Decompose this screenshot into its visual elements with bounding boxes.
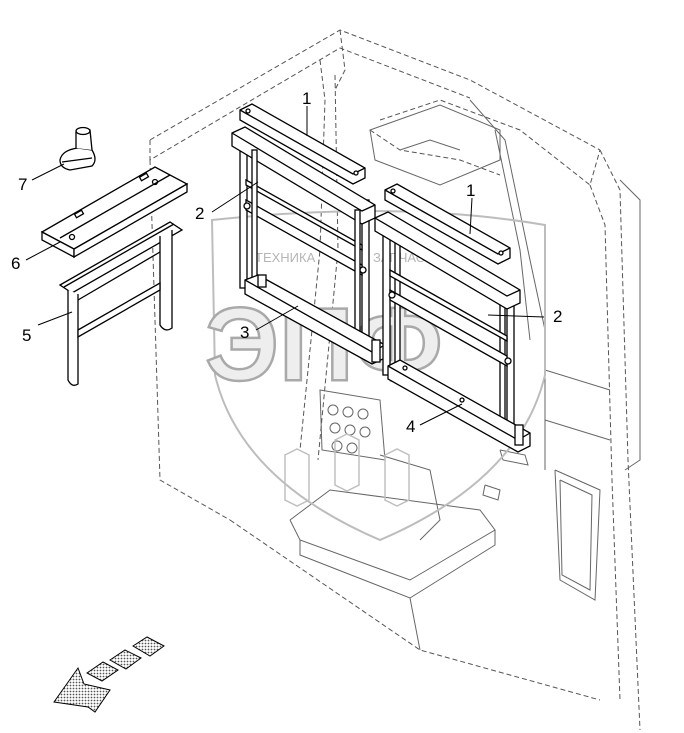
callout-2-left: 2 xyxy=(195,204,204,223)
part-5-frame xyxy=(58,221,184,386)
right-frame-assembly xyxy=(374,183,531,453)
callout-3: 3 xyxy=(240,323,249,342)
left-frame-assembly xyxy=(231,103,386,365)
callout-2-right: 2 xyxy=(553,307,562,326)
callout-1-right: 1 xyxy=(466,181,475,200)
callout-7: 7 xyxy=(18,175,27,194)
callout-6: 6 xyxy=(11,254,20,273)
leader-lines xyxy=(25,106,545,426)
callout-4: 4 xyxy=(406,417,415,436)
part-7-sensor xyxy=(59,126,96,171)
callouts: 1 1 2 2 3 4 5 6 7 xyxy=(11,89,562,436)
watermark-ornament xyxy=(284,433,410,507)
direction-arrow-icon xyxy=(53,636,165,713)
part-6-plate xyxy=(40,166,189,259)
callout-1-left: 1 xyxy=(302,89,311,108)
watermark-text-left: ТЕХНИКА xyxy=(255,250,316,265)
callout-5: 5 xyxy=(22,326,31,345)
